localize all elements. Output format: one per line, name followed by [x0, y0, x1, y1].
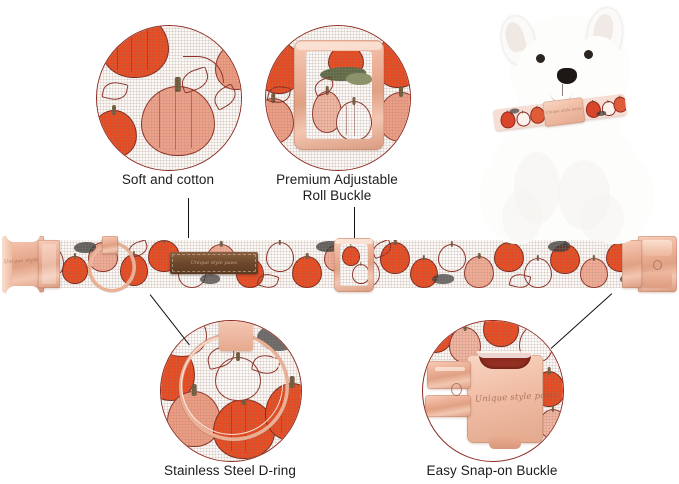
collar-leather-patch: Unique style paws — [170, 252, 258, 274]
roll-buckle-closeup-image — [266, 26, 410, 170]
snap-buckle-body — [467, 355, 543, 443]
collar-patch-text: Unique style paws — [190, 260, 238, 266]
leader-line-roll-buckle — [353, 207, 355, 240]
callout-label-soft-and-cotton: Soft and cotton — [121, 172, 215, 187]
fabric-closeup-image — [97, 26, 241, 170]
callout-soft-and-cotton — [96, 25, 242, 171]
callout-label-snap-buckle: Easy Snap-on Buckle — [426, 463, 558, 478]
callout-snap-buckle: Unique style paws — [422, 320, 564, 462]
snap-buckle-closeup-image: Unique style paws — [423, 321, 563, 461]
leader-line-soft-and-cotton — [187, 198, 189, 238]
callout-d-ring — [160, 320, 302, 462]
callout-label-d-ring: Stainless Steel D-ring — [163, 463, 296, 478]
collar-strap: Unique style paws Unique style paws — [2, 228, 677, 300]
d-ring-closeup-image — [161, 321, 301, 461]
callout-roll-buckle — [265, 25, 411, 171]
dog-eye-right — [584, 50, 593, 59]
callout-label-roll-buckle: Premium Adjustable Roll Buckle — [276, 172, 398, 203]
dog-nose — [557, 68, 577, 84]
dog-eye-left — [536, 54, 545, 63]
dog-photo: Unique style paws — [462, 2, 678, 244]
